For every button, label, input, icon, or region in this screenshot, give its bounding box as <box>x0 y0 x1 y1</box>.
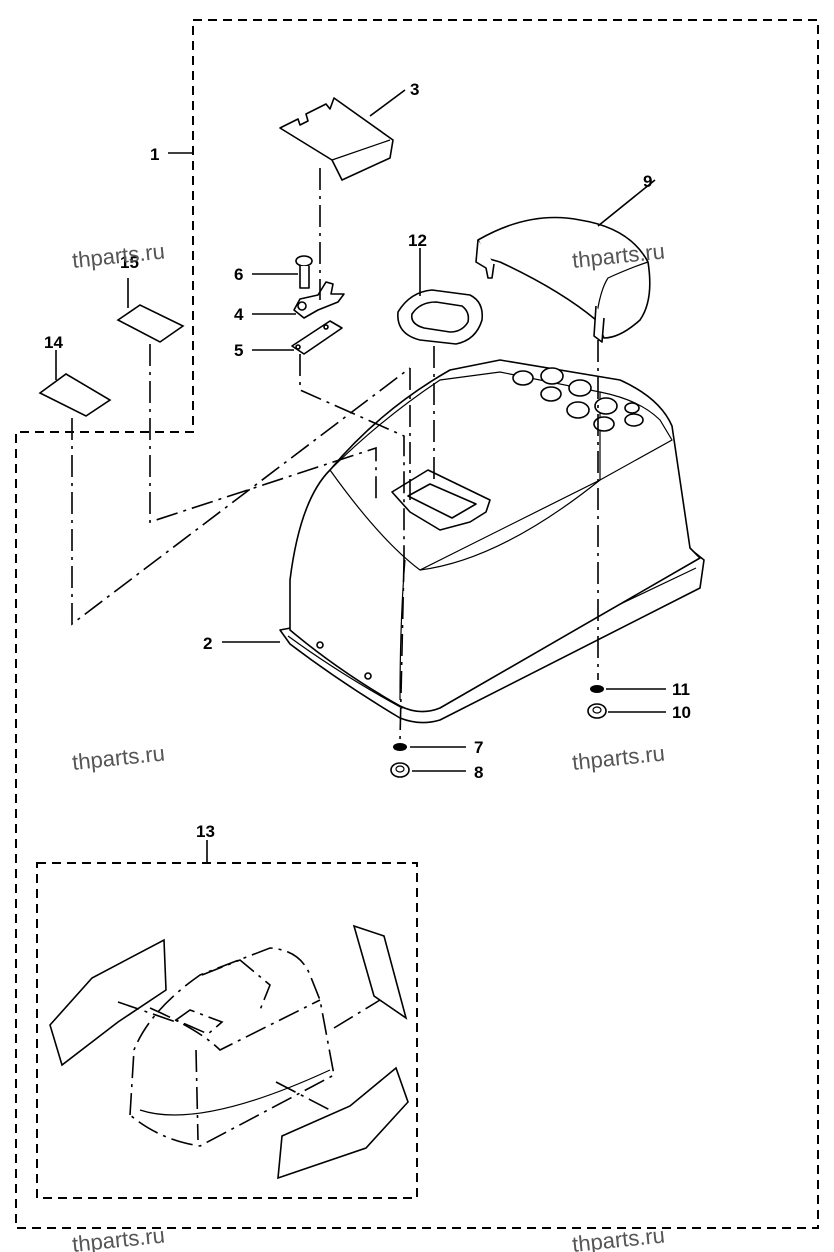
decal-set-boundary <box>36 862 418 1199</box>
watermark-1: thparts.ru <box>71 238 166 273</box>
callout-3: 3 <box>410 80 419 99</box>
part-9-rear-cover <box>475 216 651 343</box>
part-6-bolt <box>295 255 313 289</box>
callout-13: 13 <box>196 822 215 841</box>
part-5-plate <box>291 320 343 355</box>
callout-14: 14 <box>44 333 63 352</box>
part-11-washer <box>590 685 604 693</box>
callout-labels: 1 2 3 4 5 6 7 8 9 10 11 12 13 14 15 <box>44 80 691 841</box>
part-15-decal <box>116 304 185 343</box>
watermark-4: thparts.ru <box>571 740 666 775</box>
callout-1: 1 <box>150 145 159 164</box>
part-13-decal-set <box>49 924 409 1180</box>
callout-10: 10 <box>672 703 691 722</box>
part-4-latch <box>293 281 345 319</box>
part-10-nut <box>587 703 607 719</box>
callout-9: 9 <box>643 172 652 191</box>
assembly-lines <box>71 168 599 741</box>
watermark-3: thparts.ru <box>71 740 166 775</box>
callout-12: 12 <box>408 231 427 250</box>
group-1-boundary <box>15 19 819 1229</box>
leader-lines <box>55 89 666 863</box>
callout-4: 4 <box>234 305 244 324</box>
part-2-top-cowl <box>279 359 705 724</box>
part-12-seal <box>397 289 484 345</box>
part-14-decal <box>38 373 112 417</box>
callout-5: 5 <box>234 341 243 360</box>
callout-15: 15 <box>120 253 139 272</box>
watermark-5: thparts.ru <box>71 1222 166 1252</box>
part-3-cover-plate <box>279 97 394 181</box>
part-8-nut <box>390 762 410 778</box>
callout-2: 2 <box>203 634 212 653</box>
callout-6: 6 <box>234 265 243 284</box>
callout-11: 11 <box>672 680 690 699</box>
callout-8: 8 <box>474 763 483 782</box>
callout-7: 7 <box>474 738 483 757</box>
part-7-washer <box>393 743 407 751</box>
watermark-6: thparts.ru <box>571 1222 666 1252</box>
